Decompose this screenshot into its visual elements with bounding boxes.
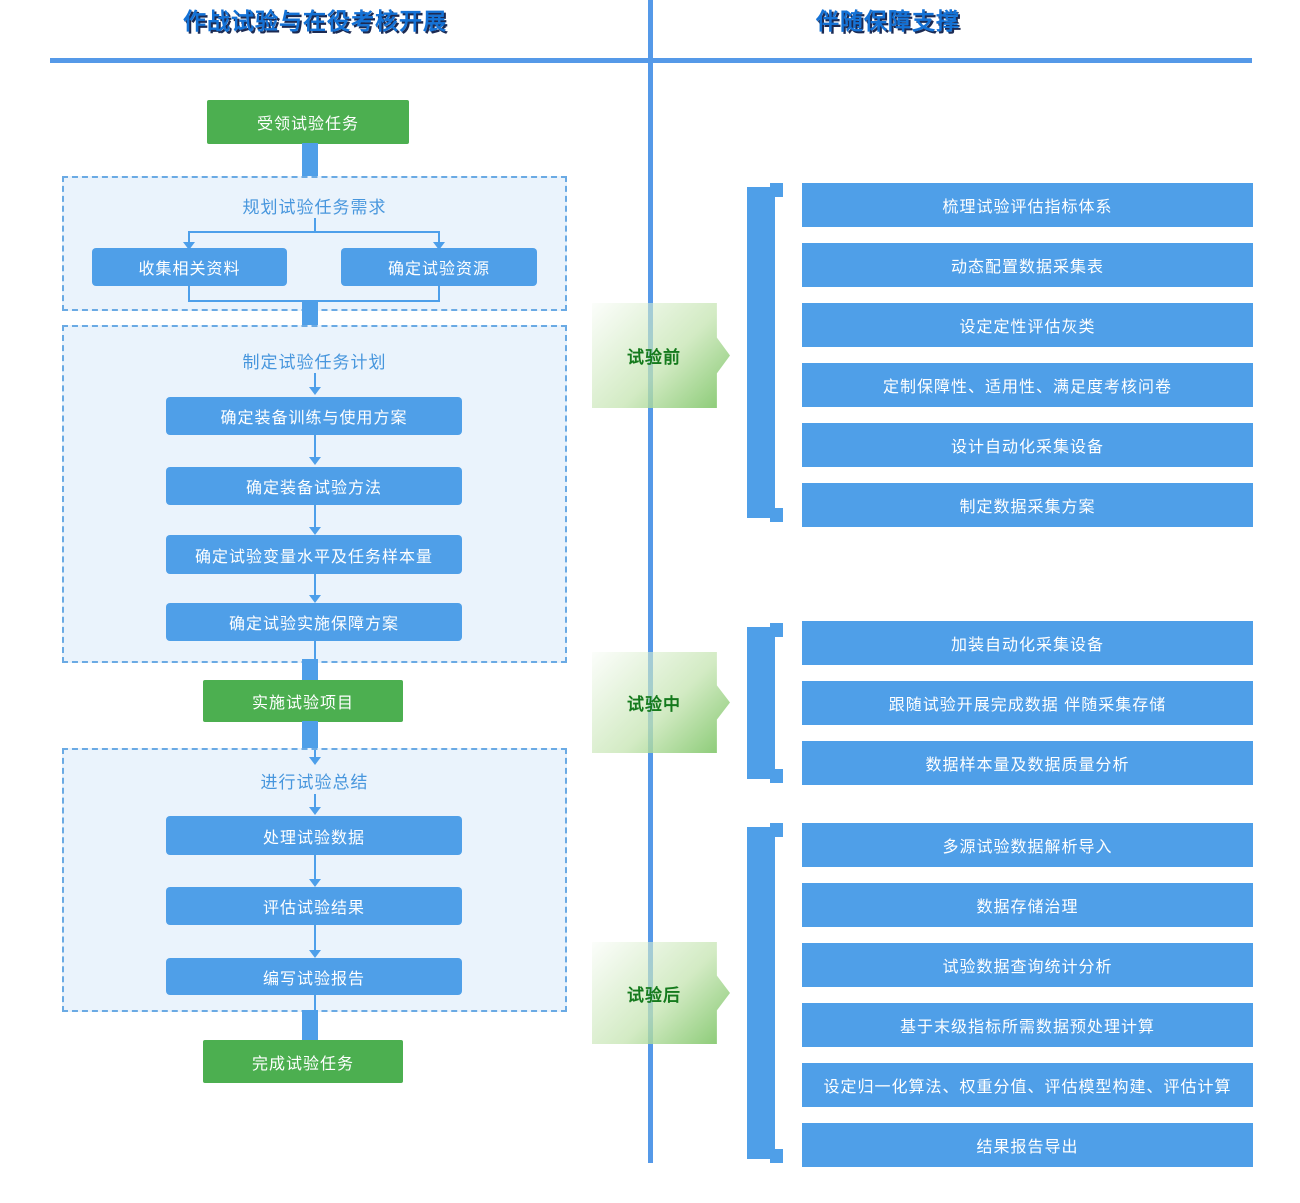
milestone-node: 实施试验项目 xyxy=(203,680,403,722)
bracket-tab xyxy=(770,1149,783,1163)
connector xyxy=(302,143,318,177)
flow-line xyxy=(314,794,316,807)
bracket-spine xyxy=(747,187,775,518)
task-box: 确定试验实施保障方案 xyxy=(166,603,462,641)
phase-badge-during-test: 试验中 xyxy=(592,652,730,753)
split-drop-right xyxy=(438,231,440,243)
phase3-container: 进行试验总结 处理试验数据 评估试验结果 编写试验报告 xyxy=(62,748,567,1012)
arrowhead-down-icon xyxy=(309,527,321,535)
arrowhead-down-icon xyxy=(309,807,321,815)
bracket-spine xyxy=(747,627,775,779)
arrowhead-down-icon xyxy=(433,242,445,250)
support-bar: 设定定性评估灰类 xyxy=(802,303,1253,347)
start-node: 受领试验任务 xyxy=(207,100,409,144)
merge-line xyxy=(438,286,440,302)
bracket-tab xyxy=(770,823,783,837)
arrowhead-down-icon xyxy=(309,757,321,765)
connector xyxy=(302,301,318,328)
support-bar: 梳理试验评估指标体系 xyxy=(802,183,1253,227)
task-box: 处理试验数据 xyxy=(166,816,462,855)
bracket-tab xyxy=(770,769,783,783)
task-box: 编写试验报告 xyxy=(166,958,462,995)
flow-line xyxy=(314,574,316,595)
flow-line xyxy=(314,373,316,387)
column-divider xyxy=(648,0,653,1163)
task-box: 确定装备试验方法 xyxy=(166,467,462,505)
connector xyxy=(302,721,318,749)
group-bracket xyxy=(745,823,783,1163)
task-box: 收集相关资料 xyxy=(92,248,287,286)
support-bar: 加装自动化采集设备 xyxy=(802,621,1253,665)
group-bracket xyxy=(745,183,783,522)
flow-line xyxy=(314,925,316,950)
bracket-spine xyxy=(747,827,775,1159)
support-bar: 多源试验数据解析导入 xyxy=(802,823,1253,867)
task-box: 确定试验资源 xyxy=(341,248,537,286)
support-bar: 试验数据查询统计分析 xyxy=(802,943,1253,987)
support-bar: 设计自动化采集设备 xyxy=(802,423,1253,467)
bracket-tab xyxy=(770,508,783,522)
arrowhead-down-icon xyxy=(183,242,195,250)
support-bar: 定制保障性、适用性、满足度考核问卷 xyxy=(802,363,1253,407)
flow-line xyxy=(314,855,316,879)
support-bar: 基于末级指标所需数据预处理计算 xyxy=(802,1003,1253,1047)
task-box: 确定试验变量水平及任务样本量 xyxy=(166,535,462,574)
phase2-container: 制定试验任务计划 确定装备训练与使用方案 确定装备试验方法 确定试验变量水平及任… xyxy=(62,325,567,663)
group-bracket xyxy=(745,623,783,783)
phase1-title: 规划试验任务需求 xyxy=(242,198,387,217)
left-column-title: 作战试验与在役考核开展 xyxy=(183,8,447,34)
support-bar: 结果报告导出 xyxy=(802,1123,1253,1167)
support-bar: 制定数据采集方案 xyxy=(802,483,1253,527)
arrowhead-down-icon xyxy=(309,595,321,603)
task-box: 确定装备训练与使用方案 xyxy=(166,397,462,435)
arrowhead-down-icon xyxy=(309,879,321,887)
phase1-container: 规划试验任务需求 收集相关资料 确定试验资源 xyxy=(62,176,567,311)
phase2-title: 制定试验任务计划 xyxy=(242,353,387,372)
arrowhead-down-icon xyxy=(309,457,321,465)
phase-badge-before-test: 试验前 xyxy=(592,303,730,408)
split-stem xyxy=(314,218,316,232)
exit-stem xyxy=(314,641,316,663)
phase3-title: 进行试验总结 xyxy=(260,773,369,792)
support-bar: 数据样本量及数据质量分析 xyxy=(802,741,1253,785)
exit-stem xyxy=(314,995,316,1012)
entry-line xyxy=(314,750,316,757)
arrowhead-down-icon xyxy=(309,950,321,958)
arrowhead-down-icon xyxy=(309,387,321,395)
support-bar: 数据存储治理 xyxy=(802,883,1253,927)
right-column-title: 伴随保障支撑 xyxy=(816,8,960,34)
flow-line xyxy=(314,505,316,527)
support-bar: 动态配置数据采集表 xyxy=(802,243,1253,287)
end-node: 完成试验任务 xyxy=(203,1040,403,1083)
bracket-tab xyxy=(770,183,783,197)
phase-badge-after-test: 试验后 xyxy=(592,942,730,1044)
support-bar: 跟随试验开展完成数据 伴随采集存储 xyxy=(802,681,1253,725)
merge-line xyxy=(188,286,190,302)
connector xyxy=(302,1010,318,1041)
flow-line xyxy=(314,435,316,457)
split-drop-left xyxy=(188,231,190,243)
connector xyxy=(302,659,318,682)
support-bar: 设定归一化算法、权重分值、评估模型构建、评估计算 xyxy=(802,1063,1253,1107)
bracket-tab xyxy=(770,623,783,637)
split-line xyxy=(189,231,440,233)
task-box: 评估试验结果 xyxy=(166,887,462,925)
